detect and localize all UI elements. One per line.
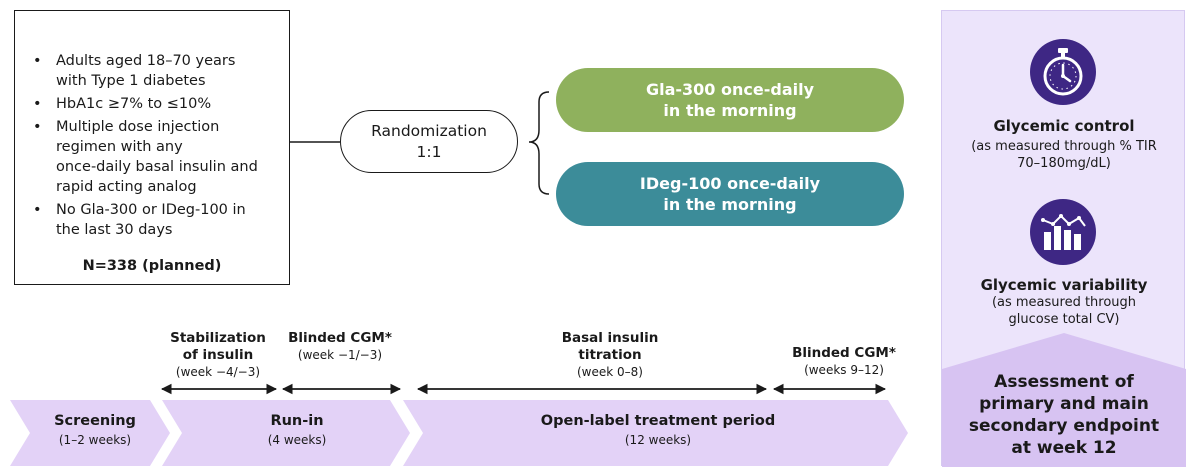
period-stabilization-weeks: (week −4/−3) bbox=[175, 365, 261, 379]
period-blinded-cgm-2-weeks: (weeks 9–12) bbox=[804, 363, 884, 377]
phase-run-in-duration: (4 weeks) bbox=[267, 433, 327, 447]
criteria-list: Adults aged 18–70 years with Type 1 diab… bbox=[31, 51, 287, 243]
criteria-item: No Gla-300 or IDeg-100 in the last 30 da… bbox=[31, 200, 287, 240]
screening-chevron bbox=[10, 400, 170, 466]
criteria-item: Adults aged 18–70 years with Type 1 diab… bbox=[31, 51, 287, 91]
period-blinded-cgm-1-weeks: (week −1/−3) bbox=[297, 348, 383, 362]
secondary-endpoint-subtitle: (as measured through glucose total CV) bbox=[991, 295, 1137, 327]
randomization-node: Randomization 1:1 bbox=[340, 110, 518, 173]
secondary-endpoint-title: Glycemic variability bbox=[980, 276, 1148, 294]
period-arrows bbox=[160, 383, 887, 395]
criteria-item: Multiple dose injection regimen with any… bbox=[31, 117, 287, 197]
assessment-label: Assessment of primary and main secondary… bbox=[968, 372, 1160, 458]
phase-screening-duration: (1–2 weeks) bbox=[58, 433, 132, 447]
phase-treatment-duration: (12 weeks) bbox=[624, 433, 692, 447]
timeline-chevrons bbox=[10, 400, 908, 466]
phase-screening-title: Screening bbox=[54, 413, 136, 429]
phase-run-in-title: Run-in bbox=[270, 413, 324, 429]
treatment-arm-gla300: Gla-300 once-daily in the morning bbox=[556, 68, 904, 132]
eligibility-criteria-box: Adults aged 18–70 years with Type 1 diab… bbox=[14, 10, 290, 285]
treatment-chevron bbox=[403, 400, 908, 466]
variability-chart-icon bbox=[1030, 199, 1096, 265]
period-stabilization-title: Stabilization of insulin bbox=[170, 330, 266, 363]
treatment-arm-ideg100: IDeg-100 once-daily in the morning bbox=[556, 162, 904, 226]
assessment-pentagon bbox=[942, 333, 1186, 467]
period-titration-weeks: (week 0–8) bbox=[577, 365, 643, 379]
primary-endpoint-title: Glycemic control bbox=[993, 117, 1135, 135]
period-blinded-cgm-1-title: Blinded CGM* bbox=[288, 330, 392, 346]
sample-size-label: N=338 (planned) bbox=[82, 258, 222, 274]
period-blinded-cgm-2-title: Blinded CGM* bbox=[792, 345, 896, 361]
period-titration-title: Basal insulin titration bbox=[561, 330, 659, 363]
stopwatch-icon bbox=[1030, 39, 1096, 105]
run-in-chevron bbox=[162, 400, 410, 466]
primary-endpoint-subtitle: (as measured through % TIR 70–180mg/dL) bbox=[971, 139, 1157, 171]
phase-treatment-title: Open-label treatment period bbox=[540, 413, 776, 429]
endpoints-panel: Glycemic control (as measured through % … bbox=[941, 10, 1186, 467]
criteria-item: HbA1c ≥7% to ≤10% bbox=[31, 94, 287, 114]
randomization-bracket bbox=[528, 91, 550, 195]
